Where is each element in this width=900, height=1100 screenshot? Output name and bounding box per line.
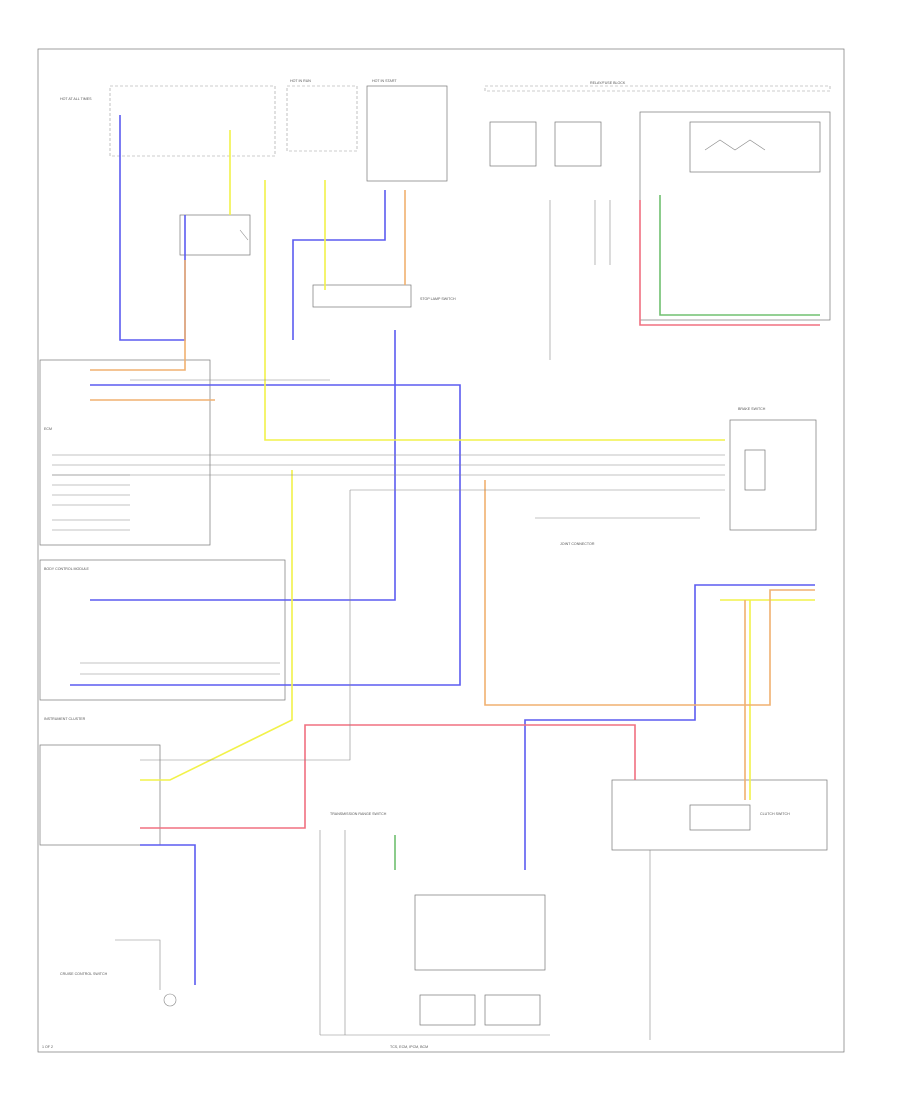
cruise-control-switch: CRUISE CONTROL SWITCH bbox=[60, 939, 177, 1007]
yellow-wires bbox=[140, 130, 815, 800]
fuse-block-top-mid: HOT IN RUN HOT IN START bbox=[286, 79, 448, 182]
stop-lamp-switch: STOP LAMP SWITCH bbox=[312, 284, 456, 308]
label-left-3: INSTRUMENT CLUSTER bbox=[44, 717, 86, 721]
label-top-c: HOT IN START bbox=[372, 79, 397, 83]
label-bottom-right: CLUTCH SWITCH bbox=[760, 812, 790, 816]
label-left-1: ECM bbox=[44, 427, 52, 431]
footer-center: TCS, ECM, IPCM, BCM bbox=[390, 1045, 428, 1049]
left-module-cluster: INSTRUMENT CLUSTER bbox=[39, 717, 161, 846]
pink-wires bbox=[140, 200, 820, 829]
label-stop-lamp: STOP LAMP SWITCH bbox=[420, 297, 456, 301]
label-top-a: HOT AT ALL TIMES bbox=[60, 97, 92, 101]
left-module-ecm: ECM bbox=[39, 359, 211, 546]
label-left-2: BODY CONTROL MODULE bbox=[44, 567, 90, 571]
blue-wires bbox=[70, 115, 815, 985]
label-bottom-left: CRUISE CONTROL SWITCH bbox=[60, 972, 108, 976]
left-module-bcm: BODY CONTROL MODULE bbox=[39, 559, 286, 701]
footer-left: 1 OF 2 bbox=[42, 1045, 53, 1049]
label-top-b: HOT IN RUN bbox=[290, 79, 311, 83]
diagram-frame bbox=[37, 48, 845, 1053]
fuse-block-top-left: HOT AT ALL TIMES bbox=[60, 85, 276, 256]
label-module-top-right: RELAY/FUSE BLOCK bbox=[590, 81, 626, 85]
clutch-switch: CLUTCH SWITCH bbox=[611, 779, 828, 851]
gray-wires bbox=[52, 200, 725, 1040]
green-wires bbox=[394, 195, 820, 870]
label-module-right: BRAKE SWITCH bbox=[738, 407, 766, 411]
relay-module-top-right: RELAY/FUSE BLOCK bbox=[484, 81, 831, 321]
label-center-connector: JOINT CONNECTOR bbox=[560, 542, 595, 546]
joint-connector: JOINT CONNECTOR bbox=[535, 517, 700, 546]
label-bottom-center: TRANSMISSION RANGE SWITCH bbox=[330, 812, 387, 816]
brake-switch-module: BRAKE SWITCH bbox=[729, 407, 817, 531]
transmission-range-switch: TRANSMISSION RANGE SWITCH bbox=[319, 812, 550, 1036]
orange-wires bbox=[90, 190, 815, 800]
